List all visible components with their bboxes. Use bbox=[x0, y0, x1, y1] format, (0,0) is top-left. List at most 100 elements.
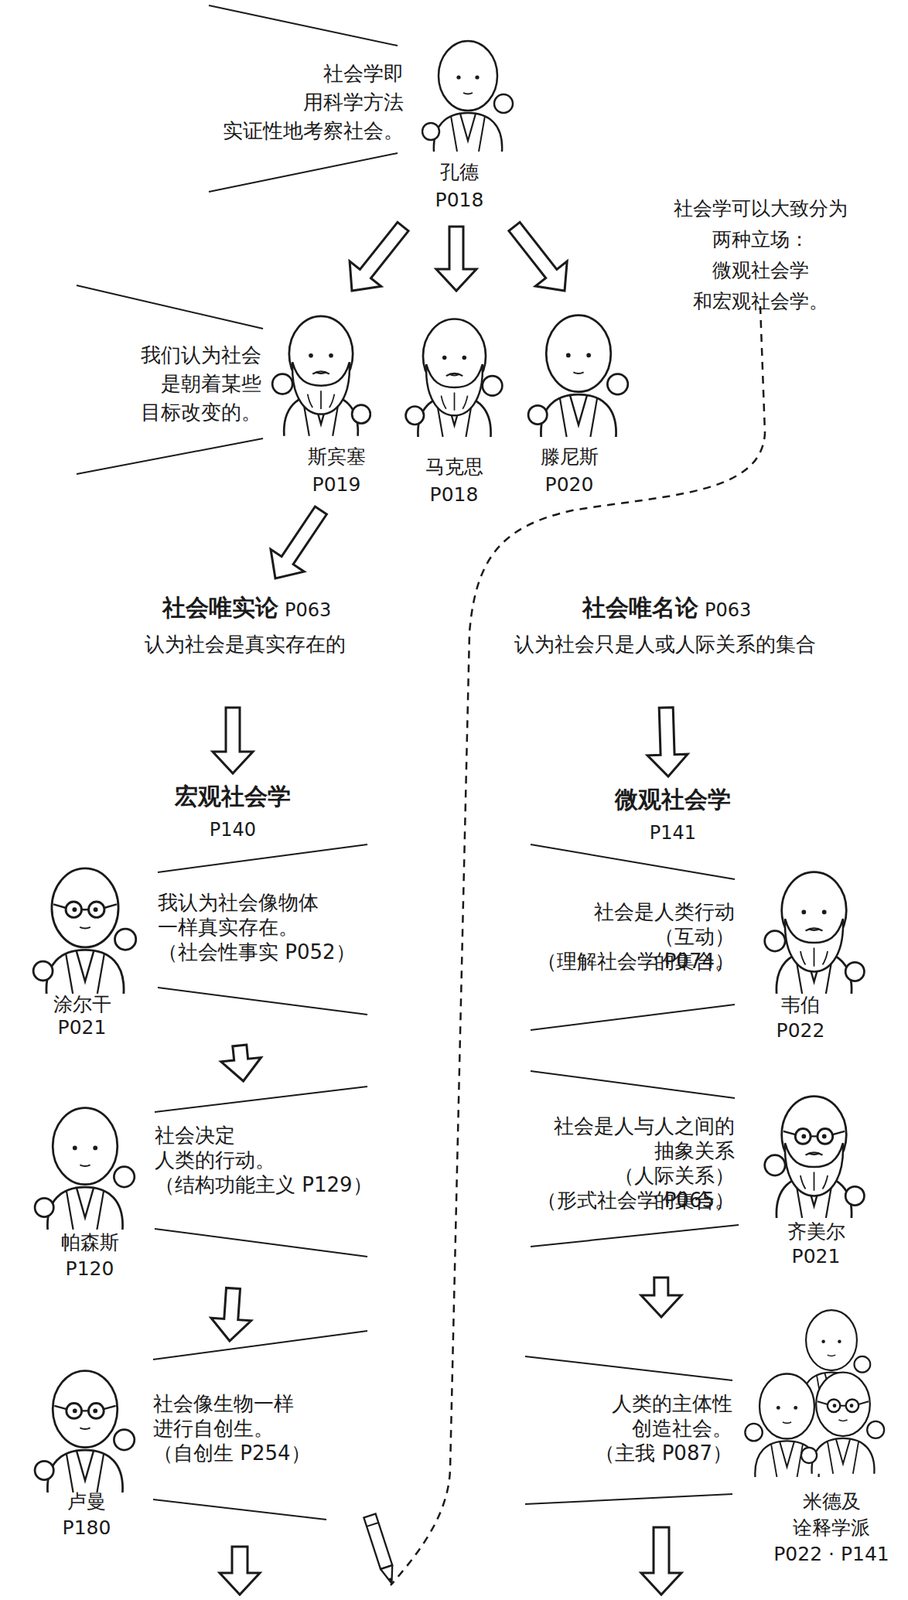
figure-body bbox=[764, 1096, 865, 1219]
thinker-callout: 微观社会学 P141 bbox=[595, 781, 751, 854]
page-ref: P021 bbox=[58, 1016, 107, 1040]
leader-line bbox=[154, 1086, 368, 1113]
thinker-name: 滕尼斯 bbox=[540, 445, 599, 469]
leader-line bbox=[530, 1225, 739, 1247]
thinker-callout: 社会唯实论P063 认为社会是真实存在的 bbox=[116, 587, 379, 666]
thinker-callout: 社会学即 用科学方法 实证性地考察社会。孔德P018 bbox=[216, 30, 534, 223]
thinker-callout: 人类的主体性 创造社会。（主我 P087）米德及 诠释学派P022 · P141 bbox=[510, 1318, 898, 1574]
parsons-figure bbox=[34, 1108, 135, 1230]
page-ref: P120 bbox=[65, 1257, 115, 1281]
figure-beard bbox=[785, 918, 844, 972]
thinker-figures bbox=[33, 40, 885, 1493]
leader-line bbox=[157, 844, 368, 873]
figure-glasses bbox=[53, 901, 117, 918]
leader-line bbox=[153, 1499, 327, 1520]
block-arrow bbox=[211, 1287, 252, 1342]
thinker-name: 帕森斯 bbox=[61, 1231, 120, 1255]
side-note: 社会学可以大致分为 两种立场：微观社会学 和宏观社会学。 bbox=[673, 193, 848, 318]
branch-heading: 微观社会学 bbox=[614, 785, 731, 814]
page-ref: P141 bbox=[649, 821, 697, 845]
figure-glasses bbox=[54, 1403, 116, 1420]
figure-glasses bbox=[817, 1399, 869, 1414]
theory-ref: （主我 P087） bbox=[594, 1440, 733, 1466]
thinker-name: 涂尔干 bbox=[53, 993, 112, 1017]
quote-text: 我认为社会像物体 一样真实存在。 bbox=[157, 890, 319, 940]
block-arrow bbox=[508, 221, 567, 291]
theory-ref: （社会性事实 P052） bbox=[157, 939, 356, 965]
leader-line bbox=[157, 987, 368, 1015]
leader-line bbox=[208, 153, 398, 192]
thinker-name: 卢曼 bbox=[67, 1490, 106, 1514]
mead-group-figure bbox=[801, 1372, 885, 1475]
leader-line bbox=[530, 1071, 735, 1099]
thinker-name: 马克思 bbox=[425, 455, 484, 479]
marx-figure bbox=[406, 318, 503, 437]
page-ref: P021 bbox=[791, 1245, 841, 1269]
block-arrow bbox=[349, 221, 409, 291]
theory-ref: （理解社会学 P074） bbox=[536, 948, 735, 974]
thinker-callout: 滕尼斯 P020 bbox=[516, 293, 642, 502]
figure-beard bbox=[426, 364, 483, 416]
leader-line bbox=[525, 1356, 733, 1381]
page-ref: P022 bbox=[776, 1019, 826, 1043]
thinker-name: 斯宾塞 bbox=[307, 445, 366, 469]
thinker-callout: 我们认为社会 是朝着某些 目标改变的。斯宾塞 P019 bbox=[69, 293, 372, 502]
thinker-callout: 宏观社会学 P140 bbox=[154, 778, 310, 851]
page-ref: P063 bbox=[284, 598, 332, 622]
concept-desc: 认为社会只是人或人际关系的集合 bbox=[514, 631, 816, 657]
thinker-name: 孔德 bbox=[440, 160, 479, 185]
concept-heading: 社会唯名论 bbox=[582, 593, 699, 622]
thinker-name: 齐美尔 bbox=[787, 1220, 846, 1244]
thinker-callout: 马克思 P018 bbox=[398, 293, 511, 512]
leader-line bbox=[153, 1331, 368, 1360]
figure-body bbox=[764, 872, 865, 994]
quote-text: 人类的主体性 创造社会。 bbox=[611, 1391, 733, 1441]
page-ref: P020 bbox=[545, 473, 594, 497]
theory-ref: （结构功能主义 P129） bbox=[154, 1172, 373, 1198]
concept-heading: 社会唯实论 bbox=[162, 593, 279, 622]
figure-beard bbox=[292, 361, 350, 414]
continue-arrow bbox=[641, 1527, 682, 1595]
simmel-figure bbox=[764, 1096, 865, 1219]
quote-text: 社会学即 用科学方法 实证性地考察社会。 bbox=[222, 59, 404, 146]
comte-figure bbox=[422, 40, 513, 152]
block-arrow bbox=[270, 506, 327, 579]
quote-text: 我们认为社会 是朝着某些 目标改变的。 bbox=[140, 341, 262, 427]
branch-heading: 宏观社会学 bbox=[174, 782, 291, 811]
leader-line bbox=[76, 438, 263, 475]
thinker-callout: 社会是人类行动 （互动）的集合。（理解社会学 P074）韦伯P022 bbox=[525, 843, 890, 1048]
pencil-tip bbox=[380, 1565, 398, 1586]
divider-dashed bbox=[390, 306, 765, 1586]
leader-lines bbox=[76, 5, 739, 1520]
spencer-figure bbox=[272, 316, 371, 437]
thinker-name: 韦伯 bbox=[781, 993, 820, 1018]
continue-arrow bbox=[219, 1546, 260, 1595]
figure-beard bbox=[785, 1143, 844, 1196]
concept-desc: 认为社会是真实存在的 bbox=[144, 631, 346, 657]
leader-line bbox=[208, 5, 398, 46]
leader-line bbox=[530, 844, 735, 880]
block-arrow bbox=[641, 1277, 682, 1318]
leader-line bbox=[530, 1004, 735, 1031]
block-arrow bbox=[436, 226, 477, 291]
page-ref: P140 bbox=[209, 818, 257, 842]
pencil-lead bbox=[388, 1577, 394, 1584]
page-ref: P180 bbox=[62, 1516, 112, 1540]
thinker-name: 米德及 诠释学派 bbox=[792, 1488, 871, 1542]
block-arrow bbox=[647, 707, 688, 777]
thinker-callout: 我认为社会像物体 一样真实存在。（社会性事实 P052） 涂尔干P021 bbox=[15, 850, 372, 1045]
weber-figure bbox=[764, 872, 865, 994]
block-arrow bbox=[221, 1044, 262, 1082]
page-ref: P018 bbox=[430, 483, 479, 507]
block-arrow bbox=[212, 707, 253, 774]
quote-text: 社会决定 人类的行动。 bbox=[154, 1123, 276, 1173]
thinker-callout: 社会像生物一样 进行自创生。（自创生 P254）卢曼P180 bbox=[15, 1344, 372, 1545]
leader-line bbox=[154, 1228, 368, 1257]
page-ref: P019 bbox=[312, 473, 362, 497]
leader-line bbox=[525, 1494, 733, 1505]
page-ref: P063 bbox=[704, 598, 751, 622]
tonnies-figure bbox=[528, 315, 629, 437]
pencil-body bbox=[363, 1514, 393, 1571]
figure-body bbox=[272, 316, 371, 437]
